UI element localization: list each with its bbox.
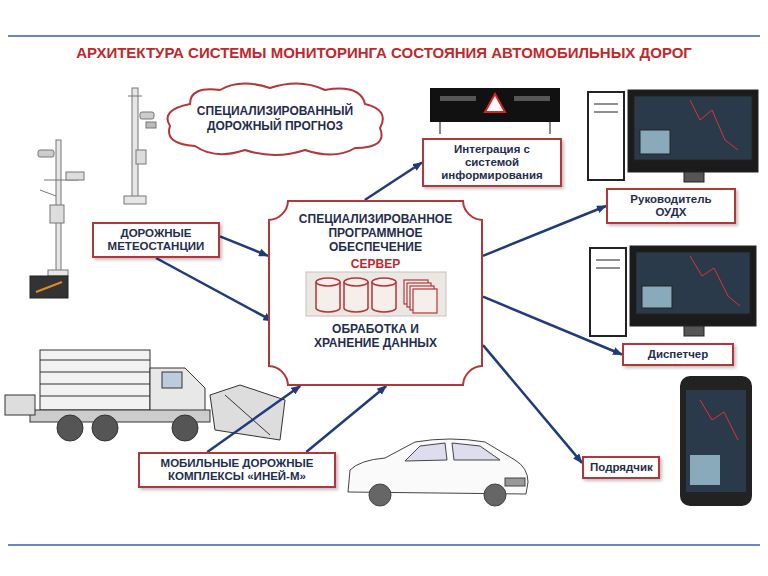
server-block: СПЕЦИАЛИЗИРОВАННОЕ ПРОГРАММНОЕ ОБЕСПЕЧЕН… <box>268 200 483 386</box>
process-box: МОБИЛЬНЫЕ ДОРОЖНЫЕ КОМПЛЕКСЫ «ИНЕЙ-М» <box>138 452 336 488</box>
server-panel <box>306 272 446 316</box>
forecast-cloud: СПЕЦИАЛИЗИРОВАННЫЙ ДОРОЖНЫЙ ПРОГНОЗ <box>160 82 390 156</box>
process-box: ДОРОЖНЫЕ МЕТЕОСТАНЦИИ <box>92 222 220 258</box>
car <box>348 439 528 506</box>
illustration-shape <box>484 484 506 506</box>
illustration-shape <box>225 395 270 435</box>
flow-arrow <box>365 163 422 201</box>
illustration-shape <box>172 415 198 441</box>
flow-arrow <box>220 236 268 255</box>
illustration-shape <box>128 96 142 97</box>
illustration-shape <box>690 455 720 485</box>
illustration-shape <box>505 478 525 486</box>
illustration-shape <box>57 415 83 441</box>
flow-arrow <box>156 258 272 321</box>
diagram-title: АРХИТЕКТУРА СИСТЕМЫ МОНИТОРИНГА СОСТОЯНИ… <box>0 44 768 61</box>
server-sheet <box>413 289 437 313</box>
illustration-shape <box>690 256 740 306</box>
illustration-shape <box>590 248 626 336</box>
illustration-shape <box>596 268 620 269</box>
weather-station <box>30 88 156 298</box>
illustration-shape <box>30 276 68 298</box>
box-label: Руководитель ОУДХ <box>614 193 728 219</box>
illustration-shape <box>40 350 150 410</box>
illustration-shape <box>124 196 146 204</box>
database-cylinder <box>316 278 340 286</box>
illustration-shape <box>40 372 150 373</box>
flow-arrow <box>483 206 606 256</box>
cloud-outline <box>168 83 383 155</box>
database-cylinder <box>344 278 368 286</box>
database-cylinder <box>372 278 396 286</box>
illustration-shape <box>452 443 500 460</box>
illustration-shape <box>50 205 64 223</box>
illustration-shape <box>636 252 750 314</box>
illustration-shape <box>690 100 738 150</box>
illustration-shape <box>630 246 756 326</box>
illustration-shape <box>38 150 54 157</box>
illustration-shape <box>66 172 84 180</box>
illustration-shape <box>430 88 560 122</box>
process-box: Руководитель ОУДХ <box>606 188 736 224</box>
illustration-shape <box>136 150 146 164</box>
server-label: СПЕЦИАЛИЗИРОВАННОЕ ПРОГРАММНОЕ ОБЕСПЕЧЕН… <box>286 212 466 254</box>
process-box: Диспетчер <box>622 343 734 366</box>
illustration-shape <box>514 96 550 101</box>
illustration-shape <box>40 190 56 196</box>
illustration-shape <box>594 104 618 105</box>
frame-lines <box>8 36 760 545</box>
illustration-shape <box>684 172 704 182</box>
process-box: Интеграция с системой информирования <box>422 138 562 187</box>
illustration-shape <box>684 326 704 336</box>
illustration-shape <box>485 94 505 112</box>
illustration-shape <box>549 122 551 134</box>
illustration-shape <box>92 415 118 441</box>
illustration-shape <box>439 122 441 134</box>
flow-arrow <box>207 386 300 452</box>
illustration-shape <box>140 112 154 119</box>
illustration-shape <box>680 376 752 506</box>
illustration-shape <box>686 390 746 492</box>
illustration-shape <box>210 385 285 440</box>
illustration-shape <box>642 286 672 308</box>
illustration-shape <box>5 395 35 415</box>
illustration-shape <box>162 372 182 388</box>
flow-arrow <box>483 345 582 463</box>
box-label: Интеграция с системой информирования <box>430 143 554 182</box>
illustration-shape <box>405 443 447 461</box>
illustration-shape <box>369 484 391 506</box>
box-label: МОБИЛЬНЫЕ ДОРОЖНЫЕ КОМПЛЕКСЫ «ИНЕЙ-М» <box>146 457 328 483</box>
illustration-shape <box>588 92 624 180</box>
illustration-shape <box>40 360 150 361</box>
illustration-shape <box>640 130 670 154</box>
server-label: ОБРАБОТКА И ХРАНЕНИЕ ДАННЫХ <box>306 322 446 350</box>
illustration-shape <box>628 90 758 172</box>
box-label: Диспетчер <box>630 348 726 361</box>
flow-arrow <box>306 386 386 452</box>
illustration-shape <box>700 400 738 440</box>
illustration-shape <box>8 544 760 546</box>
illustration-shape <box>596 260 620 261</box>
cloud-label: СПЕЦИАЛИЗИРОВАННЫЙ ДОРОЖНЫЙ ПРОГНОЗ <box>180 104 370 134</box>
illustration-shape <box>40 384 150 385</box>
illustration-shape <box>48 270 68 276</box>
illustration-shape <box>440 96 476 101</box>
illustration-shape <box>132 88 138 200</box>
computer <box>588 90 758 336</box>
illustration-shape <box>634 96 752 160</box>
info-board <box>430 88 560 134</box>
box-label: ДОРОЖНЫЕ МЕТЕОСТАНЦИИ <box>100 227 212 253</box>
illustration-shape <box>8 35 760 37</box>
illustration-shape <box>594 112 618 113</box>
server-outline <box>269 201 482 385</box>
flow-arrow <box>483 297 622 355</box>
illustration-shape <box>36 282 62 292</box>
server-label: СЕРВЕР <box>316 257 436 271</box>
box-label: Подрядчик <box>590 461 652 474</box>
process-box: Подрядчик <box>582 456 660 479</box>
smartphone <box>680 376 752 506</box>
illustration-shape <box>40 396 150 397</box>
illustration-shape <box>146 122 156 128</box>
